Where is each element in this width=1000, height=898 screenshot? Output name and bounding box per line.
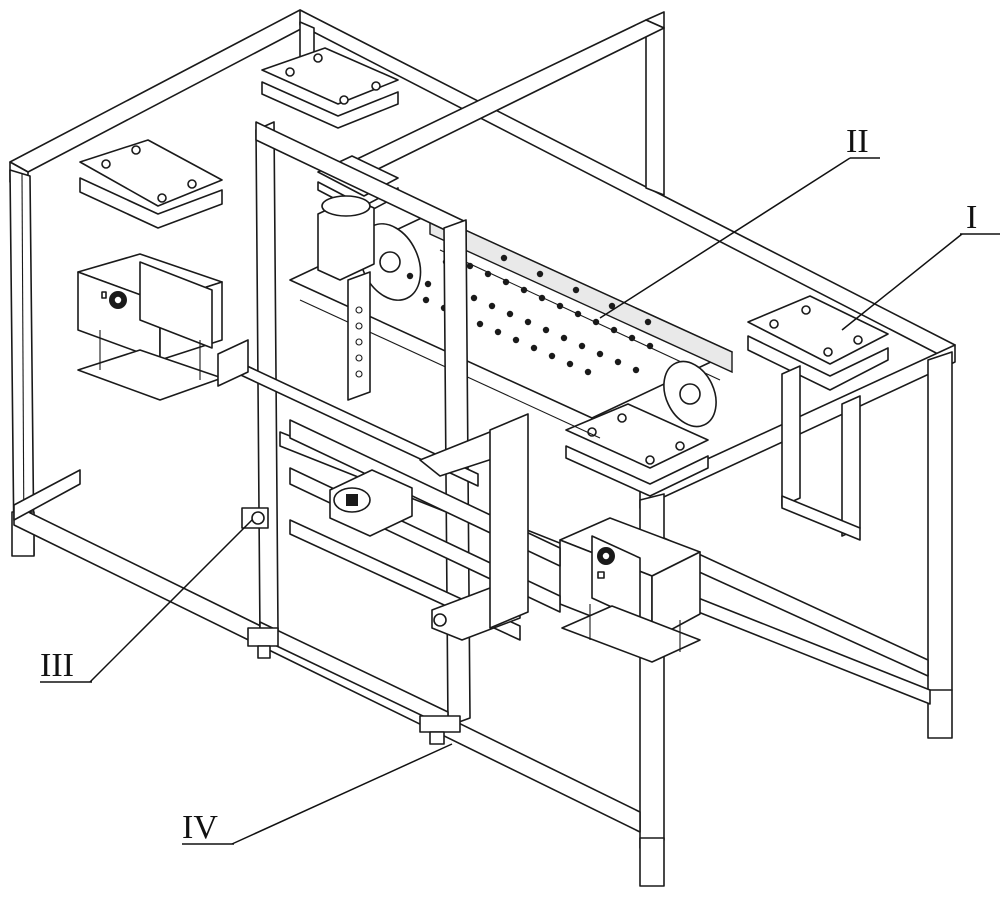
- callout-labels: I II III IV: [40, 123, 977, 846]
- label-IV: IV: [182, 809, 218, 846]
- label-I: I: [966, 199, 977, 236]
- lower-mechanism: [217, 339, 561, 641]
- label-II: II: [846, 123, 869, 160]
- control-box-right: [559, 517, 701, 663]
- gantry-frame: [241, 121, 471, 745]
- right-hanger: [781, 365, 861, 541]
- leader-lines: [40, 157, 1000, 845]
- control-box-left: [77, 253, 223, 401]
- label-III: III: [40, 647, 74, 684]
- vertical-actuator: [317, 195, 375, 401]
